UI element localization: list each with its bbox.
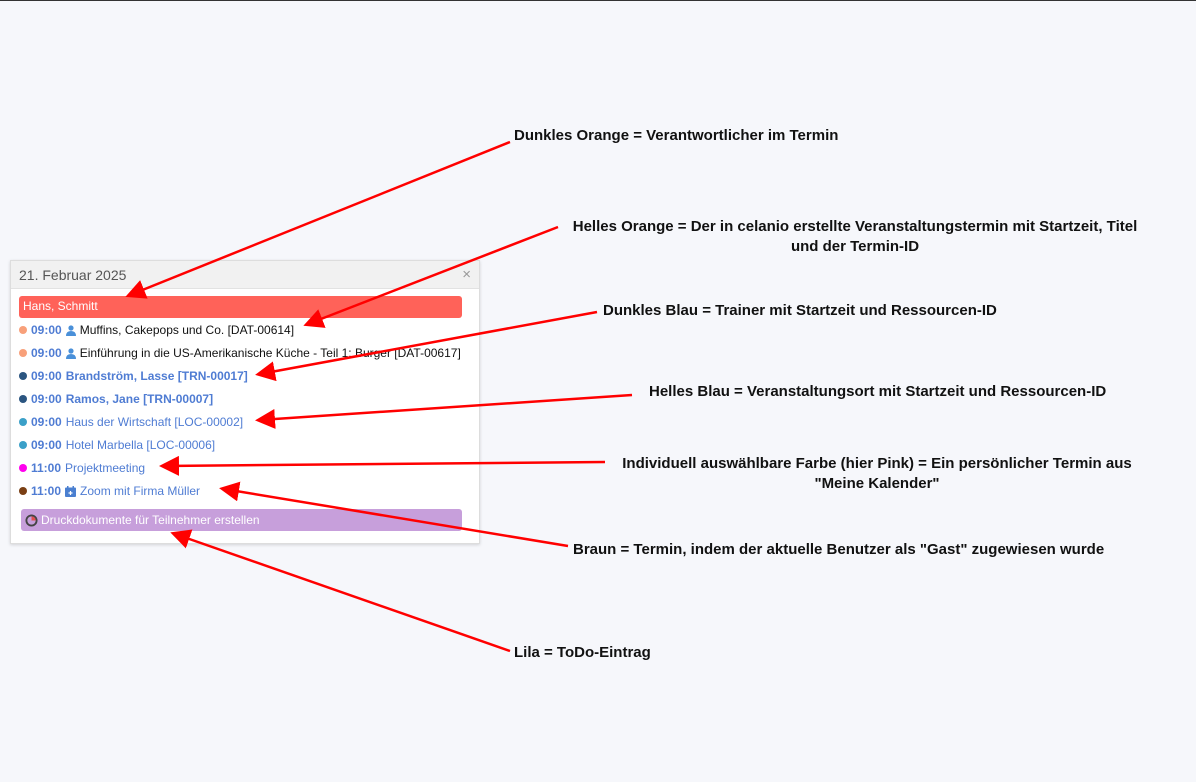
calendar-icon [65,485,77,497]
event-title: Einführung in die US-Amerikanische Küche… [79,346,461,360]
event-item[interactable]: 09:00 Muffins, Cakepops und Co. [DAT-0061… [19,323,294,337]
annotation-purple: Lila = ToDo-Eintrag [514,644,651,661]
arrow [303,225,559,328]
responsible-bar[interactable]: Hans, Schmitt [19,296,462,318]
color-dot-icon [19,395,27,403]
event-time: 09:00 [31,438,62,452]
event-time: 09:00 [31,323,62,337]
day-popup: 21. Februar 2025 × Hans, Schmitt 09:00 Mu… [10,260,480,544]
event-title: Haus der Wirtschaft [LOC-00002] [65,415,244,429]
color-dot-icon [19,349,27,357]
event-item[interactable]: 11:00 Zoom mit Firma Müller [19,484,200,498]
event-item[interactable]: 09:00 Einführung in die US-Amerikanische … [19,346,461,360]
arrow [219,481,569,548]
event-time: 09:00 [31,392,62,406]
arrow [255,310,598,382]
annotation-dark-orange: Dunkles Orange = Verantwortlicher im Ter… [514,127,839,144]
event-time: 09:00 [31,346,62,360]
todo-label: Druckdokumente für Teilnehmer erstellen [41,513,260,527]
arrow [255,393,633,429]
todo-entry[interactable]: Druckdokumente für Teilnehmer erstellen [21,509,462,531]
popup-header: 21. Februar 2025 × [11,261,479,289]
color-dot-icon [19,326,27,334]
event-title: Hotel Marbella [LOC-00006] [65,438,216,452]
progress-clock-icon [25,513,38,527]
event-time: 11:00 [31,461,62,475]
arrow [159,455,606,476]
event-time: 09:00 [31,415,62,429]
color-dot-icon [19,372,27,380]
annotation-light-orange: Helles Orange = Der in celanio erstellte… [572,218,1138,255]
event-time: 11:00 [31,484,62,498]
color-dot-icon [19,441,27,449]
event-title: Projektmeeting [65,461,146,475]
annotation-brown: Braun = Termin, indem der aktuelle Benut… [573,541,1105,558]
arrow [170,529,511,653]
annotation-dark-blue: Dunkles Blau = Trainer mit Startzeit und… [603,302,997,319]
event-title: Brandström, Lasse [TRN-00017] [65,369,248,383]
annotation-light-blue: Helles Blau = Veranstaltungsort mit Star… [649,383,1107,400]
event-title: Ramos, Jane [TRN-00007] [65,392,214,406]
popup-date: 21. Februar 2025 [19,267,127,283]
annotation-pink: Individuell auswählbare Farbe (hier Pink… [622,455,1132,492]
event-title: Zoom mit Firma Müller [80,484,201,498]
color-dot-icon [19,487,27,495]
color-dot-icon [19,464,27,472]
close-icon[interactable]: × [462,266,471,283]
color-dot-icon [19,418,27,426]
arrow [125,140,511,299]
event-time: 09:00 [31,369,62,383]
user-icon [65,324,76,336]
event-title: Muffins, Cakepops und Co. [DAT-00614] [79,323,295,337]
user-icon [65,347,76,359]
